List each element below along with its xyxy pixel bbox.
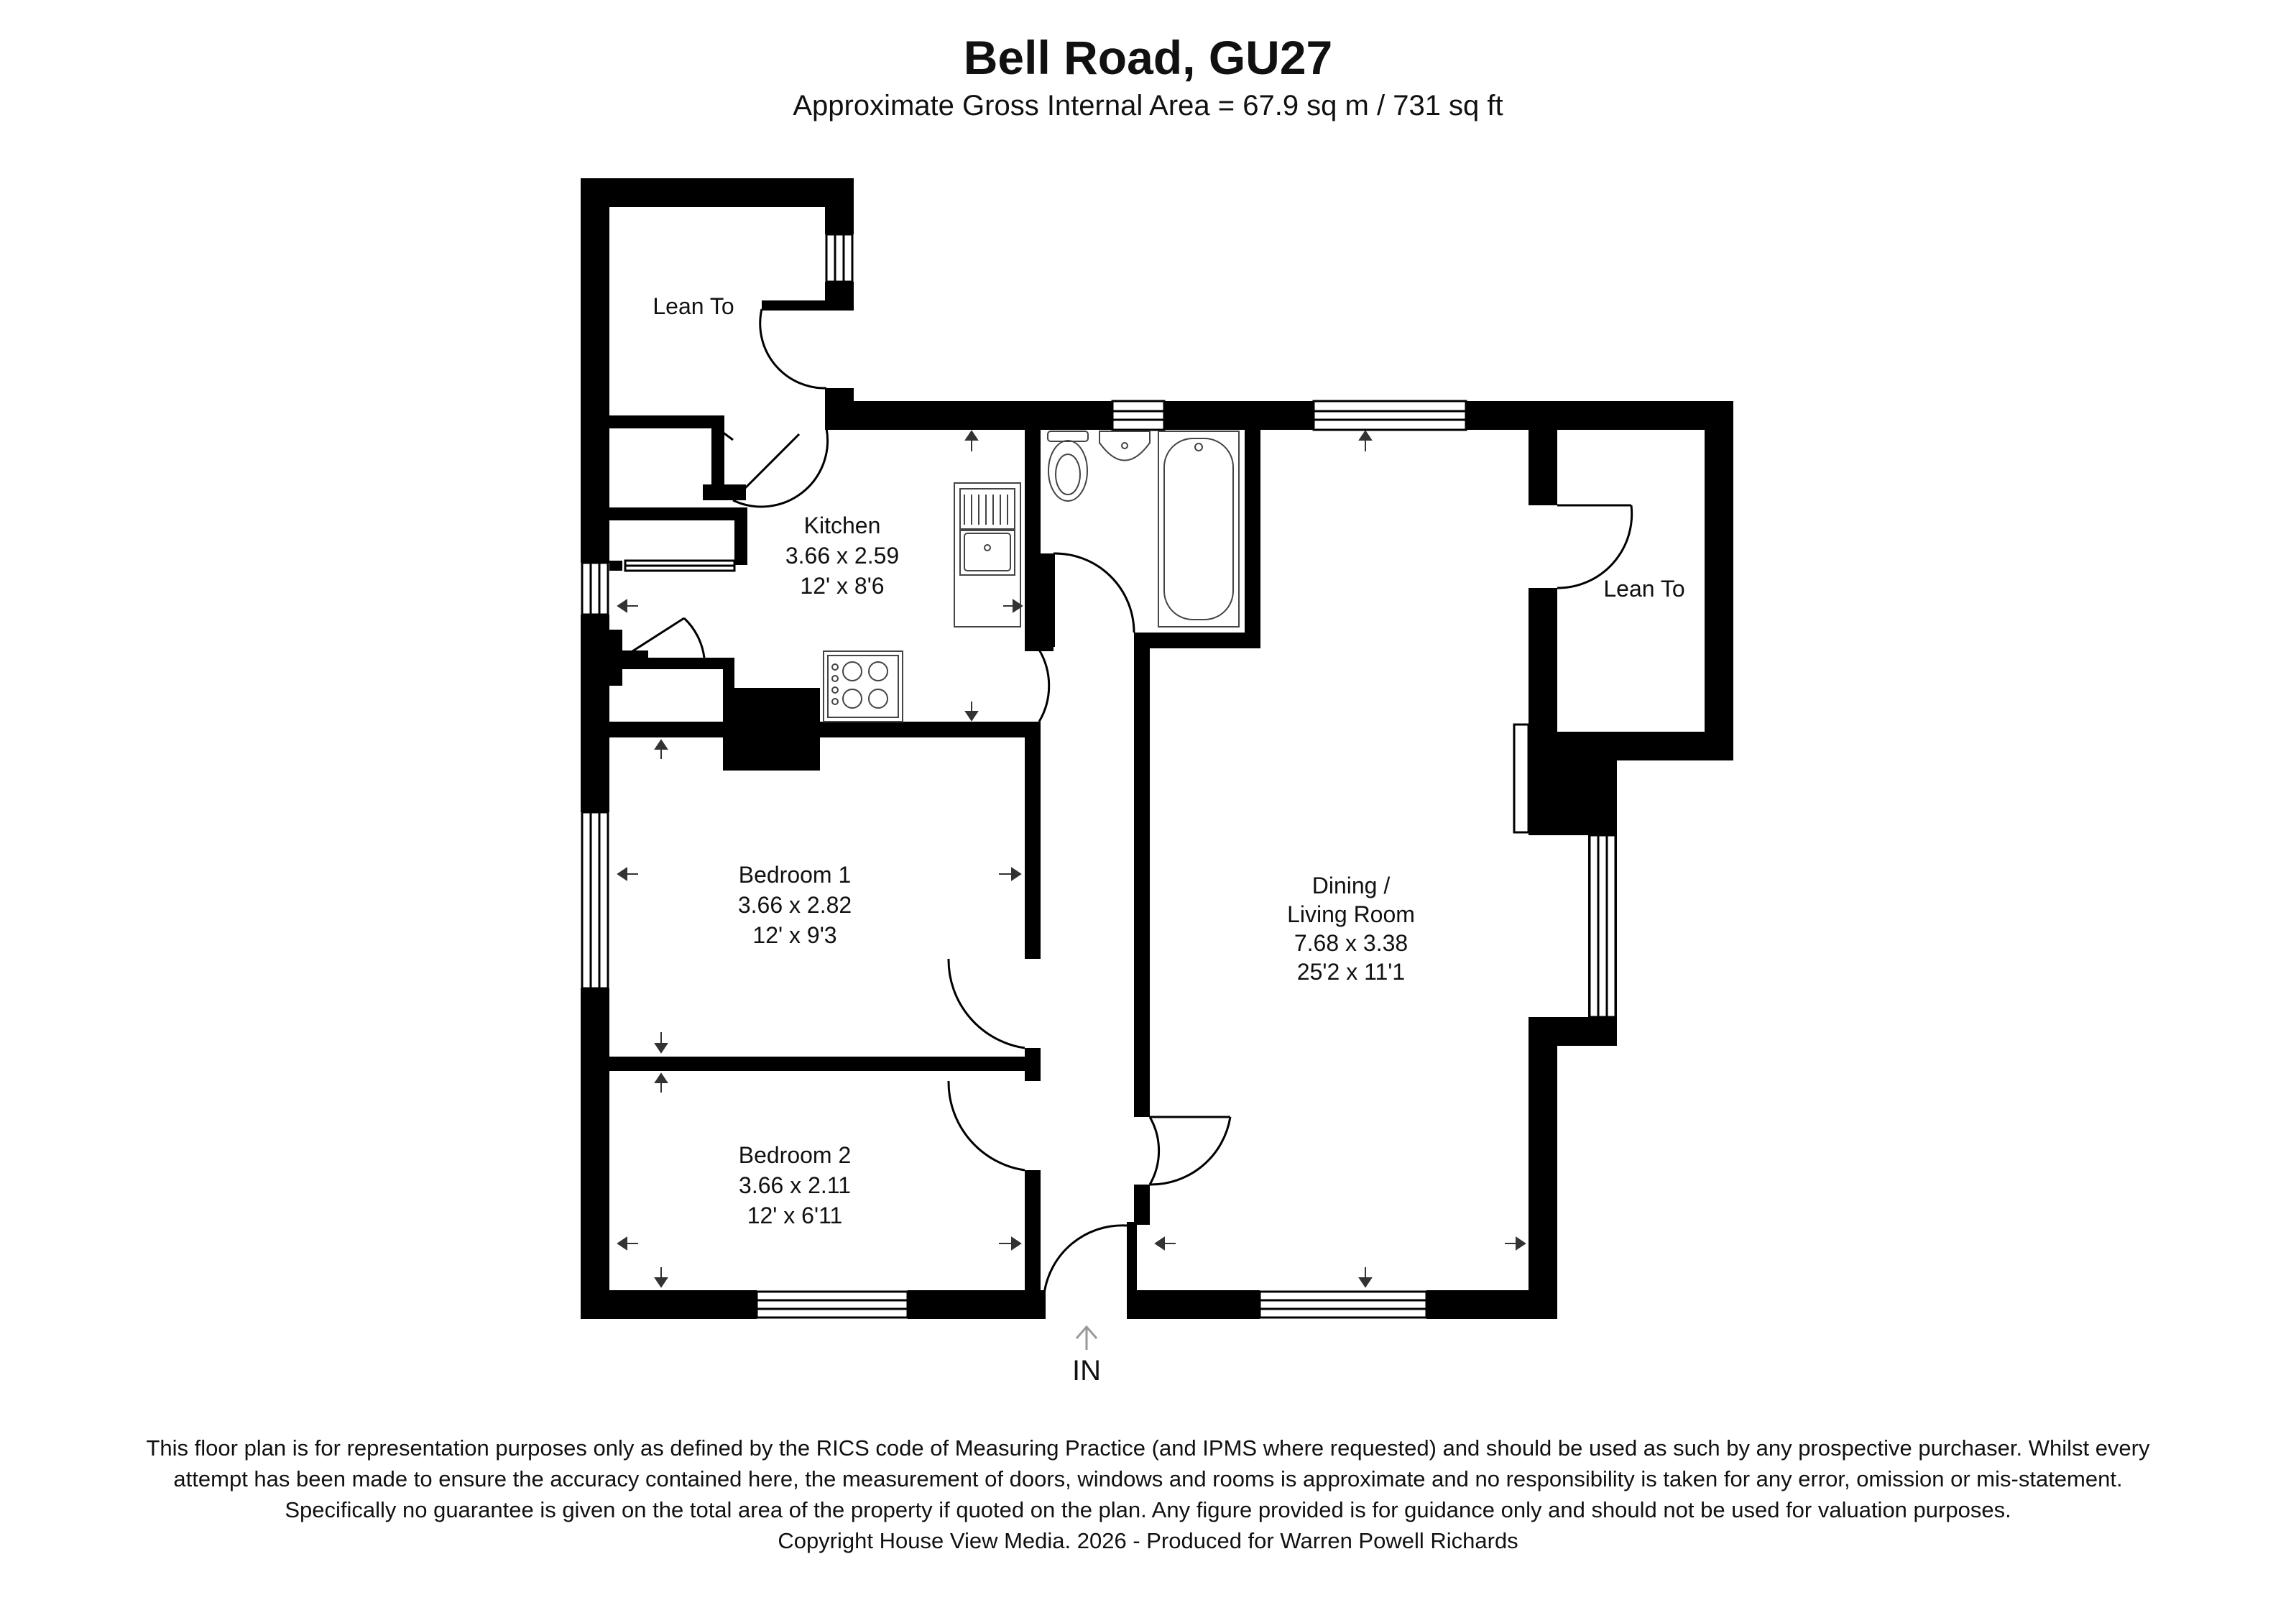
bedroom1-name: Bedroom 1 xyxy=(739,862,852,888)
windows xyxy=(581,233,1617,1319)
bedroom2-imperial: 12' x 6'11 xyxy=(747,1203,843,1228)
kitchen-name: Kitchen xyxy=(804,512,881,538)
disclaimer: This floor plan is for representation pu… xyxy=(144,1433,2152,1556)
doors xyxy=(622,308,1633,1295)
copyright-text: Copyright House View Media. 2026 - Produ… xyxy=(778,1528,1518,1553)
bedroom1-metric: 3.66 x 2.82 xyxy=(738,892,852,918)
toilet-icon xyxy=(1047,431,1089,502)
living-name-line2: Living Room xyxy=(1287,901,1415,927)
lean-to-right-label: Lean To xyxy=(1603,576,1684,602)
plan-subtitle: Approximate Gross Internal Area = 67.9 s… xyxy=(793,90,1503,121)
basin-icon xyxy=(1099,431,1151,461)
measurement-arrows xyxy=(617,430,1526,1288)
bedroom2-metric: 3.66 x 2.11 xyxy=(739,1172,851,1198)
lean-to-left-label: Lean To xyxy=(653,293,734,319)
bedroom2-name: Bedroom 2 xyxy=(739,1142,852,1168)
living-room-label: Dining / Living Room 7.68 x 3.38 25'2 x … xyxy=(1287,873,1415,985)
sink-icon xyxy=(954,482,1021,627)
fixtures xyxy=(823,431,1240,722)
disclaimer-text: This floor plan is for representation pu… xyxy=(146,1435,2150,1522)
kitchen-metric: 3.66 x 2.59 xyxy=(785,543,899,569)
living-metric: 7.68 x 3.38 xyxy=(1294,930,1408,956)
living-imperial: 25'2 x 11'1 xyxy=(1297,959,1405,985)
kitchen-imperial: 12' x 8'6 xyxy=(800,573,884,599)
plan-title: Bell Road, GU27 xyxy=(963,31,1333,84)
bath-icon xyxy=(1158,431,1240,627)
bedroom1-label: Bedroom 1 3.66 x 2.82 12' x 9'3 xyxy=(738,862,852,948)
kitchen-label: Kitchen 3.66 x 2.59 12' x 8'6 xyxy=(785,512,899,599)
living-name-line1: Dining / xyxy=(1312,873,1391,898)
entrance-arrow-icon xyxy=(1075,1325,1098,1350)
plan-header: Bell Road, GU27 Approximate Gross Intern… xyxy=(0,29,2296,125)
entrance-label: IN xyxy=(1072,1355,1101,1387)
hob-icon xyxy=(823,650,903,722)
bedroom1-imperial: 12' x 9'3 xyxy=(752,922,836,948)
bedroom2-label: Bedroom 2 3.66 x 2.11 12' x 6'11 xyxy=(739,1142,852,1228)
